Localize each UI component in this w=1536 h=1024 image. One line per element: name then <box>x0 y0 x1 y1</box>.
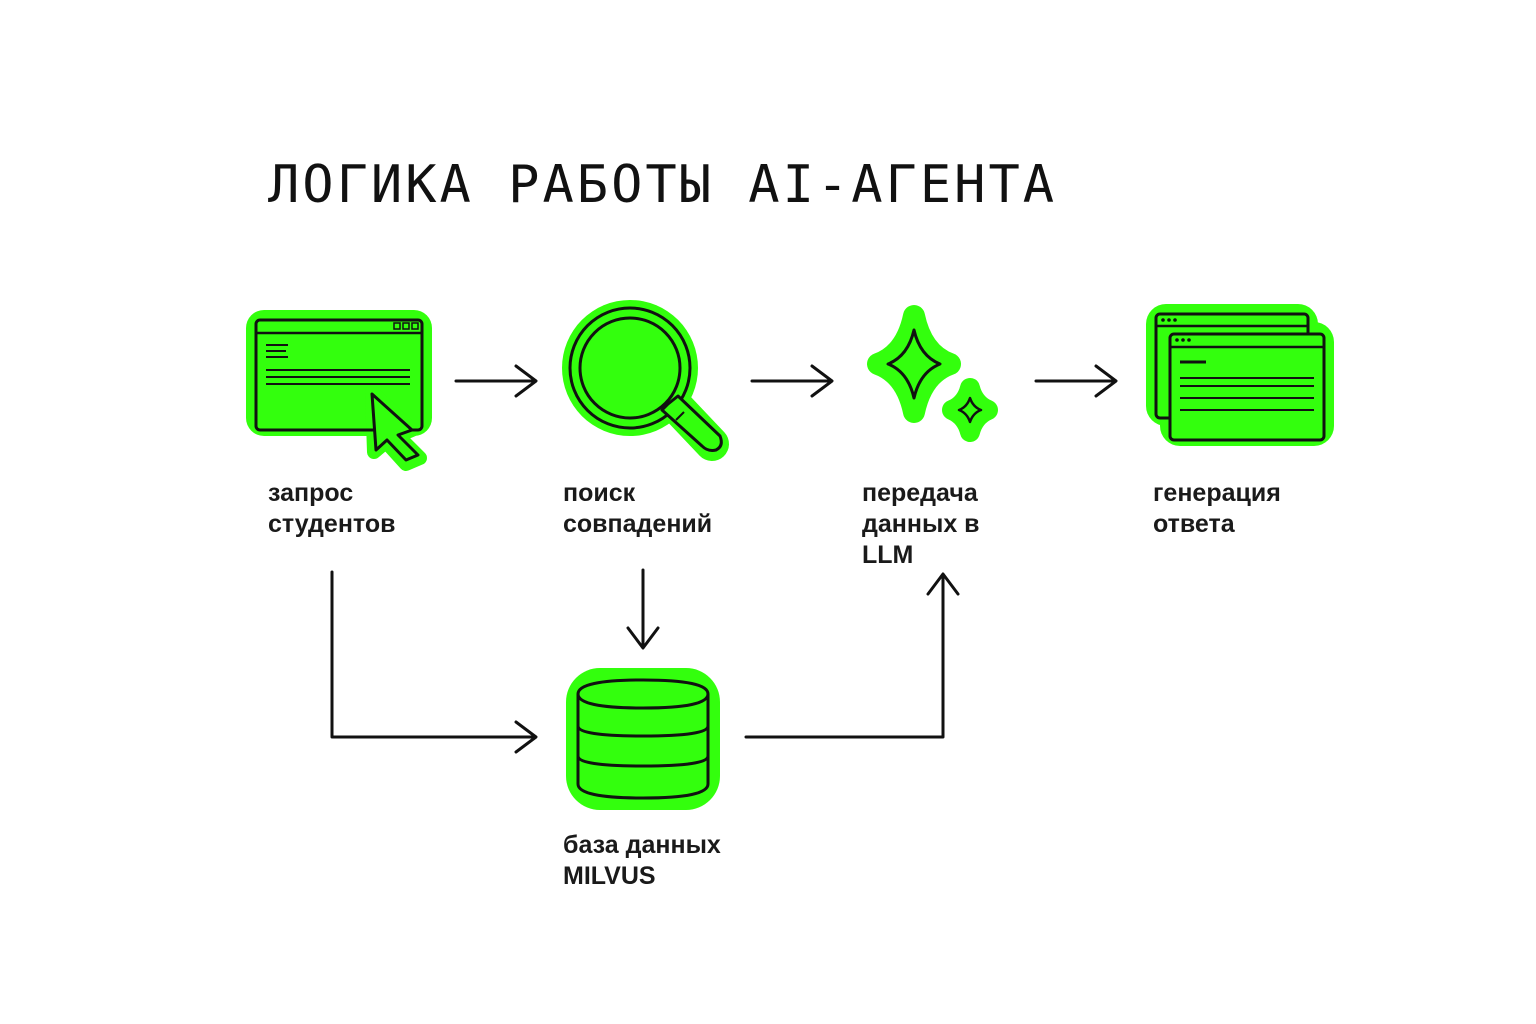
arrow-query-to-database <box>330 570 538 754</box>
node-label-search: поиск совпадений <box>563 479 713 538</box>
arrow-search-to-llm <box>750 364 834 398</box>
node-label-query: запрос студентов <box>268 479 396 538</box>
arrow-llm-to-answer <box>1034 364 1118 398</box>
browser-window-cursor-icon <box>246 310 432 471</box>
database-icon <box>566 668 720 810</box>
stacked-windows-icon <box>1146 304 1334 446</box>
arrow-query-to-search <box>454 364 538 398</box>
node-label-database: база данных MILVUS <box>563 831 721 890</box>
node-label-llm: передача данных в LLM <box>862 479 980 569</box>
arrow-database-to-llm <box>744 572 960 739</box>
node-label-answer: генерация ответа <box>1153 479 1281 538</box>
sparkles-icon <box>867 305 998 442</box>
page-title: ЛОГИКА РАБОТЫ AI-АГЕНТА <box>268 155 1058 215</box>
arrow-search-to-database <box>626 568 660 650</box>
magnifying-glass-icon <box>562 300 729 461</box>
